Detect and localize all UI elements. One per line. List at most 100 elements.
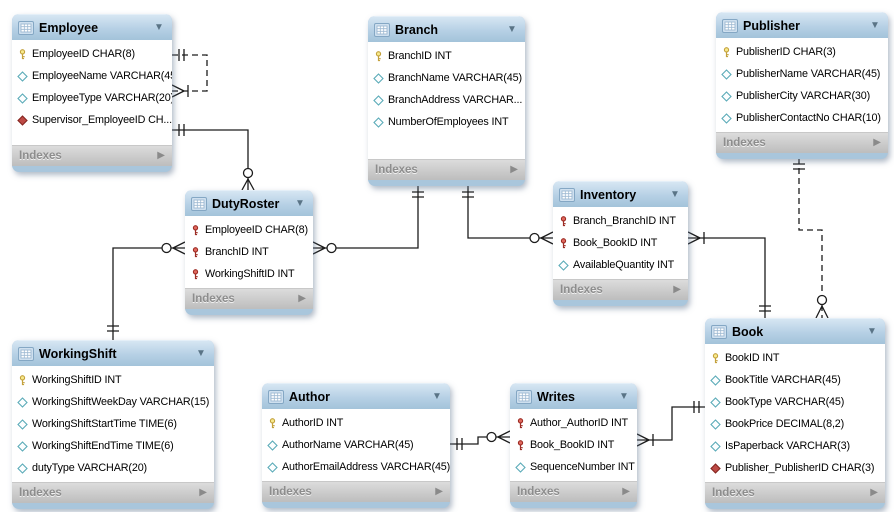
column-row[interactable]: EmployeeName VARCHAR(45) [12, 65, 172, 87]
collapse-arrow-icon[interactable] [670, 190, 682, 200]
collapse-arrow-icon[interactable] [154, 23, 166, 33]
indexes-bar[interactable]: Indexes [705, 482, 885, 503]
collapse-arrow-icon[interactable] [507, 25, 519, 35]
column-row[interactable]: BookPrice DECIMAL(8,2) [705, 413, 885, 435]
column-row[interactable]: WorkingShiftID INT [12, 369, 214, 391]
indexes-label: Indexes [375, 164, 418, 176]
table-header[interactable]: Writes [510, 383, 637, 409]
entity-workingshift[interactable]: WorkingShift WorkingShiftID INT WorkingS… [12, 340, 214, 509]
table-header[interactable]: Employee [12, 14, 172, 40]
relationship-branch-dutyroster[interactable] [312, 186, 424, 255]
relationship-branch-inventory[interactable] [462, 186, 554, 245]
indexes-bar[interactable]: Indexes [553, 279, 688, 300]
table-header[interactable]: Publisher [716, 12, 888, 38]
column-row[interactable]: EmployeeID CHAR(8) [12, 43, 172, 65]
column-row[interactable]: PublisherID CHAR(3) [716, 41, 888, 63]
column-row[interactable]: NumberOfEmployees INT [368, 111, 525, 133]
column-row[interactable]: Book_BookID INT [553, 232, 688, 254]
attribute-icon [373, 95, 384, 106]
column-row[interactable]: BookType VARCHAR(45) [705, 391, 885, 413]
column-row[interactable]: Author_AuthorID INT [510, 412, 637, 434]
column-row[interactable]: PublisherName VARCHAR(45) [716, 63, 888, 85]
column-row[interactable]: BranchID INT [368, 45, 525, 67]
relationship-inventory-book[interactable] [687, 231, 771, 318]
collapse-arrow-icon[interactable] [870, 21, 882, 31]
table-header[interactable]: Branch [368, 16, 525, 42]
entity-employee[interactable]: Employee EmployeeID CHAR(8) EmployeeName… [12, 14, 172, 172]
attribute-icon [17, 419, 28, 430]
relationship-author-writes[interactable] [450, 430, 511, 450]
expand-arrow-icon[interactable] [298, 294, 306, 304]
entity-author[interactable]: Author AuthorID INT AuthorName VARCHAR(4… [262, 383, 450, 508]
column-row[interactable]: BranchAddress VARCHAR... [368, 89, 525, 111]
column-row[interactable]: EmployeeType VARCHAR(20) [12, 87, 172, 109]
column-row[interactable]: AvailableQuantity INT [553, 254, 688, 276]
column-row[interactable]: EmployeeID CHAR(8) [185, 219, 313, 241]
indexes-bar[interactable]: Indexes [185, 288, 313, 309]
indexes-bar[interactable]: Indexes [368, 159, 525, 180]
entity-branch[interactable]: Branch BranchID INT BranchName VARCHAR(4… [368, 16, 525, 186]
column-row[interactable]: SequenceNumber INT [510, 456, 637, 478]
column-row[interactable]: WorkingShiftWeekDay VARCHAR(15) [12, 391, 214, 413]
indexes-bar[interactable]: Indexes [716, 132, 888, 153]
column-list: BookID INT BookTitle VARCHAR(45) BookTyp… [705, 344, 885, 482]
table-header[interactable]: DutyRoster [185, 190, 313, 216]
expand-arrow-icon[interactable] [622, 487, 630, 497]
table-header[interactable]: Author [262, 383, 450, 409]
expand-arrow-icon[interactable] [435, 487, 443, 497]
column-row[interactable]: Supervisor_EmployeeID CH... [12, 109, 172, 131]
column-row[interactable]: Book_BookID INT [510, 434, 637, 456]
indexes-label: Indexes [19, 487, 62, 499]
table-header[interactable]: Book [705, 318, 885, 344]
relationship-writes-book[interactable] [636, 401, 705, 447]
column-row[interactable]: BranchName VARCHAR(45) [368, 67, 525, 89]
indexes-label: Indexes [19, 150, 62, 162]
column-row[interactable]: AuthorID INT [262, 412, 450, 434]
indexes-bar[interactable]: Indexes [262, 481, 450, 502]
expand-arrow-icon[interactable] [199, 488, 207, 498]
relationship-employee-dutyroster[interactable] [172, 124, 255, 191]
column-row[interactable]: AuthorName VARCHAR(45) [262, 434, 450, 456]
column-row[interactable]: BookID INT [705, 347, 885, 369]
expand-arrow-icon[interactable] [870, 488, 878, 498]
table-icon [374, 23, 390, 37]
column-row[interactable]: WorkingShiftStartTime TIME(6) [12, 413, 214, 435]
column-row[interactable]: WorkingShiftEndTime TIME(6) [12, 435, 214, 457]
collapse-arrow-icon[interactable] [619, 392, 631, 402]
expand-arrow-icon[interactable] [510, 165, 518, 175]
column-label: BranchName VARCHAR(45) [388, 72, 522, 84]
table-title: WorkingShift [39, 346, 117, 361]
column-row[interactable]: IsPaperback VARCHAR(3) [705, 435, 885, 457]
column-row[interactable]: dutyType VARCHAR(20) [12, 457, 214, 479]
column-row[interactable]: PublisherContactNo CHAR(10) [716, 107, 888, 129]
indexes-bar[interactable]: Indexes [510, 481, 637, 502]
column-list: PublisherID CHAR(3) PublisherName VARCHA… [716, 38, 888, 132]
entity-inventory[interactable]: Inventory Branch_BranchID INT Book_BookI… [553, 181, 688, 306]
collapse-arrow-icon[interactable] [295, 199, 307, 209]
relationship-workingshift-dutyroster[interactable] [107, 241, 186, 340]
column-row[interactable]: PublisherCity VARCHAR(30) [716, 85, 888, 107]
entity-publisher[interactable]: Publisher PublisherID CHAR(3) PublisherN… [716, 12, 888, 159]
expand-arrow-icon[interactable] [673, 285, 681, 295]
entity-book[interactable]: Book BookID INT BookTitle VARCHAR(45) Bo… [705, 318, 885, 509]
relationship-employee-self[interactable] [171, 49, 208, 98]
collapse-arrow-icon[interactable] [196, 349, 208, 359]
expand-arrow-icon[interactable] [873, 138, 881, 148]
column-row[interactable]: BranchID INT [185, 241, 313, 263]
entity-dutyroster[interactable]: DutyRoster EmployeeID CHAR(8) BranchID I… [185, 190, 313, 315]
column-row[interactable]: BookTitle VARCHAR(45) [705, 369, 885, 391]
indexes-bar[interactable]: Indexes [12, 145, 172, 166]
column-row[interactable]: WorkingShiftID INT [185, 263, 313, 285]
entity-writes[interactable]: Writes Author_AuthorID INT Book_BookID I… [510, 383, 637, 508]
table-header[interactable]: WorkingShift [12, 340, 214, 366]
relationship-publisher-book[interactable] [793, 158, 829, 319]
column-row[interactable]: AuthorEmailAddress VARCHAR(45) [262, 456, 450, 478]
column-row[interactable]: Branch_BranchID INT [553, 210, 688, 232]
collapse-arrow-icon[interactable] [432, 392, 444, 402]
collapse-arrow-icon[interactable] [867, 327, 879, 337]
column-row[interactable]: Publisher_PublisherID CHAR(3) [705, 457, 885, 479]
table-icon [18, 21, 34, 35]
indexes-bar[interactable]: Indexes [12, 482, 214, 503]
expand-arrow-icon[interactable] [157, 151, 165, 161]
table-header[interactable]: Inventory [553, 181, 688, 207]
